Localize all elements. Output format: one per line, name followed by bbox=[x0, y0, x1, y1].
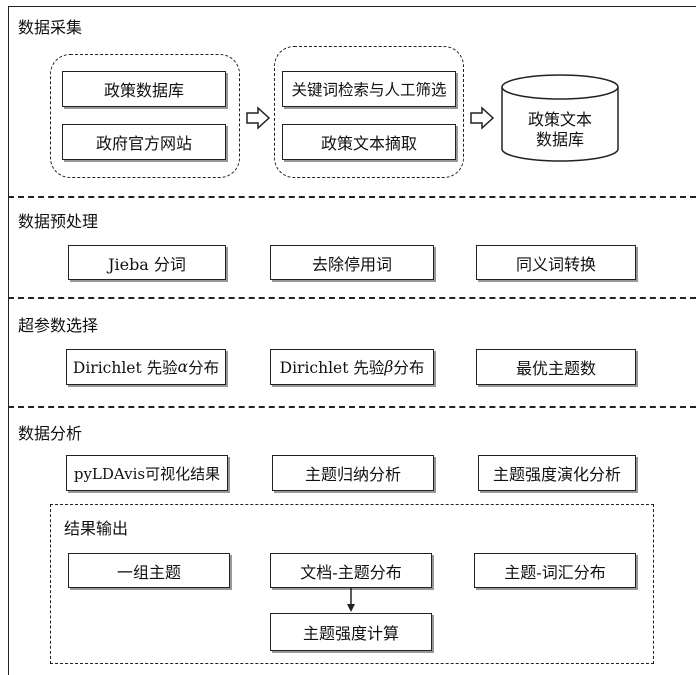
text-extract-box: 政策文本摘取 bbox=[282, 124, 456, 160]
topic-set-box: 一组主题 bbox=[68, 553, 230, 588]
section-divider-3 bbox=[8, 406, 696, 408]
section-title-collection: 数据采集 bbox=[18, 18, 83, 37]
topic-evolution-box: 主题强度演化分析 bbox=[478, 455, 636, 491]
outer-border-top bbox=[8, 6, 696, 7]
section-divider-1 bbox=[8, 196, 696, 198]
alpha-suffix: 分布 bbox=[188, 359, 220, 377]
jieba-box: Jieba 分词 bbox=[68, 245, 226, 280]
doc-topic-dist-box: 文档-主题分布 bbox=[270, 553, 432, 588]
alpha-symbol: α bbox=[177, 358, 189, 376]
gov-website-box: 政府官方网站 bbox=[62, 124, 226, 160]
topic-word-dist-box: 主题-词汇分布 bbox=[474, 553, 636, 588]
pyldavis-box: pyLDAvis可视化结果 bbox=[66, 455, 228, 491]
alpha-prefix: Dirichlet 先验 bbox=[72, 359, 178, 377]
section-title-preprocess: 数据预处理 bbox=[18, 212, 99, 231]
beta-prefix: Dirichlet 先验 bbox=[279, 359, 385, 377]
cylinder-label-line1: 政策文本 bbox=[528, 110, 593, 129]
keyword-filter-box: 关键词检索与人工筛选 bbox=[282, 71, 456, 107]
synonym-box: 同义词转换 bbox=[476, 245, 636, 280]
down-arrow bbox=[347, 588, 355, 612]
processing-group bbox=[274, 46, 464, 178]
stopwords-box: 去除停用词 bbox=[270, 245, 434, 280]
output-group bbox=[50, 504, 654, 664]
policy-database-box: 政策数据库 bbox=[62, 71, 226, 107]
database-cylinder bbox=[501, 74, 619, 162]
hollow-arrow-1 bbox=[246, 106, 271, 130]
source-group bbox=[50, 54, 240, 178]
beta-prior-box: Dirichlet 先验 β 分布 bbox=[270, 349, 434, 385]
outer-border-left bbox=[8, 6, 9, 675]
beta-symbol: β bbox=[384, 358, 394, 376]
alpha-prior-box: Dirichlet 先验 α 分布 bbox=[66, 349, 226, 385]
cylinder-label-line2: 数据库 bbox=[536, 130, 585, 149]
beta-suffix: 分布 bbox=[393, 359, 425, 377]
topic-strength-box: 主题强度计算 bbox=[270, 613, 432, 651]
section-title-analysis: 数据分析 bbox=[18, 424, 83, 443]
section-title-hyperparams: 超参数选择 bbox=[18, 316, 99, 335]
section-divider-2 bbox=[8, 297, 696, 299]
topic-induction-box: 主题归纳分析 bbox=[272, 455, 434, 491]
hollow-arrow-2 bbox=[470, 106, 495, 130]
output-title: 结果输出 bbox=[64, 519, 129, 538]
optimal-topics-box: 最优主题数 bbox=[476, 349, 636, 385]
